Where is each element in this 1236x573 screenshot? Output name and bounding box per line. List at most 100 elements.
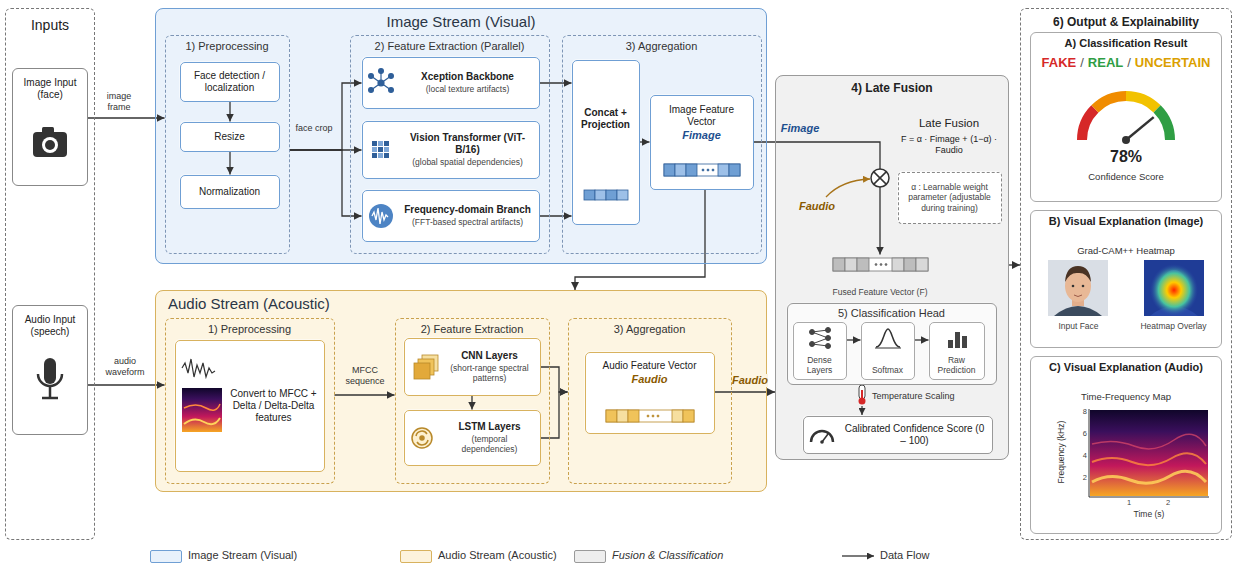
vector-bar — [652, 415, 654, 417]
patch-grid-icon — [384, 147, 389, 152]
node-fill — [585, 352, 715, 434]
face-image — [1072, 285, 1075, 288]
label-text: Softmax — [872, 365, 903, 375]
microphone-icon — [38, 374, 62, 386]
face-image — [1074, 295, 1082, 297]
microphone-icon — [38, 358, 62, 398]
legend-swatch — [574, 550, 606, 563]
vector-bar — [885, 264, 887, 266]
vector-bar — [880, 264, 882, 266]
label-text: 2 — [1075, 473, 1087, 482]
network-icon — [369, 74, 374, 79]
camera-icon — [33, 127, 67, 157]
patch-grid-icon — [384, 141, 389, 146]
audio-input-arrow — [826, 179, 870, 197]
edge-label: audio waveform — [96, 356, 154, 378]
text-row: C) Visual Explanation (Audio) — [1046, 361, 1206, 374]
text-holder: 2 — [1163, 498, 1173, 507]
text-row: B) Visual Explanation (Image) — [1046, 215, 1206, 228]
process-box: Normalization — [180, 175, 280, 209]
confidence-gauge — [1082, 96, 1170, 144]
legend-swatch — [400, 550, 432, 563]
node-fill — [5, 8, 95, 540]
label-text: C) Visual Explanation (Audio) — [1049, 361, 1203, 374]
connector-group — [88, 83, 1020, 438]
node-fill — [404, 338, 541, 396]
multiply-symbol — [874, 172, 887, 185]
dense-icon — [826, 336, 831, 341]
label-text: (short-range spectral patterns) — [443, 363, 537, 383]
vector-bar — [675, 164, 686, 176]
text-holder: 4 — [1075, 451, 1087, 460]
explanation-card: B) Visual Explanation (Image)Grad-CAM++ … — [1030, 210, 1222, 348]
text-row: 78% — [1031, 147, 1221, 166]
flow-arrow — [640, 141, 650, 142]
vector-bar — [833, 258, 928, 271]
input-box: Image Input (face) — [12, 68, 88, 186]
model-box: Vision Transformer (ViT-B/16)(global spa… — [362, 121, 540, 179]
node-fill — [787, 303, 997, 385]
node-fill — [180, 62, 280, 102]
vector-bar — [683, 410, 694, 422]
legend-text: Fusion & Classification — [612, 549, 723, 562]
label-text: Time-Frequency Map — [1081, 391, 1171, 402]
spectrogram-plot — [1089, 409, 1209, 497]
vector-bar — [707, 169, 709, 171]
face-image — [1054, 306, 1102, 316]
label-text: 6) Output & Explainability — [1053, 15, 1199, 29]
stage-group: 1) PreprocessingConvert to MFCC + Delta … — [165, 318, 335, 484]
layer-box: Dense Layers — [793, 322, 847, 380]
node-fill — [929, 322, 985, 380]
vector-bar — [845, 258, 857, 271]
label-text: B) Visual Explanation (Image) — [1049, 215, 1203, 228]
label-text: 4) Late Fusion — [851, 81, 932, 95]
cnn-icon — [414, 355, 438, 379]
label-text: Input Face — [1031, 321, 1126, 331]
flow-arrow — [290, 150, 362, 216]
label-text: 5) Classification Head — [838, 307, 945, 320]
node-fill — [155, 290, 767, 492]
thermometer-icon — [859, 385, 865, 399]
vector-bar — [664, 164, 740, 176]
spectrum-icon — [369, 204, 393, 228]
lstm-icon — [420, 436, 424, 440]
vector-bar — [664, 164, 675, 176]
label-text: Face detection / localization — [185, 70, 275, 94]
confidence-gauge — [1122, 136, 1130, 144]
camera-icon — [45, 140, 55, 150]
legend-arrow-sample — [842, 556, 874, 557]
dense-icon — [810, 328, 831, 349]
vector-bar — [729, 164, 740, 176]
node-fill — [180, 122, 280, 152]
vector-bar — [617, 410, 628, 422]
heatmap-image — [1144, 260, 1204, 316]
waveform-icon — [182, 359, 215, 377]
stage-group: 1) PreprocessingFace detection / localiz… — [165, 35, 290, 254]
flow-arrow — [88, 384, 165, 385]
label-text: REAL — [1088, 55, 1123, 71]
feature-vector-box: Image Feature VectorFimage — [650, 95, 754, 190]
node-fill — [12, 305, 88, 435]
text-row: FAKE/REAL/UNCERTAIN — [1031, 55, 1221, 71]
node-fill — [12, 68, 88, 186]
input-panel: InputsImage Input (face)Audio Input (spe… — [5, 8, 95, 540]
edge-label: Fimage — [778, 122, 822, 135]
node-fill — [175, 340, 325, 472]
label-text: (global spatial dependencies) — [412, 157, 523, 167]
stream-band: Audio Stream (Acoustic)1) PreprocessingC… — [155, 290, 767, 492]
label-text: 2 — [1163, 498, 1173, 507]
label-text: α : Learnable weight parameter (adjustab… — [902, 182, 998, 213]
label-text: 1) Preprocessing — [208, 323, 291, 336]
node-fill — [1030, 356, 1222, 534]
label-text: Convert to MFCC + Delta / Delta-Delta fe… — [228, 388, 320, 424]
vector-bar — [904, 258, 916, 271]
flow-arrow — [540, 82, 572, 83]
label-text: Image Input (face) — [17, 77, 83, 101]
legend-text: Data Flow — [880, 549, 930, 562]
vector-bar — [672, 410, 683, 422]
text-row: Confidence Score — [1031, 171, 1221, 182]
edge-label: face crop — [292, 123, 336, 134]
patch-grid-icon — [372, 147, 377, 152]
text-holder: Time (s) — [1090, 509, 1208, 519]
